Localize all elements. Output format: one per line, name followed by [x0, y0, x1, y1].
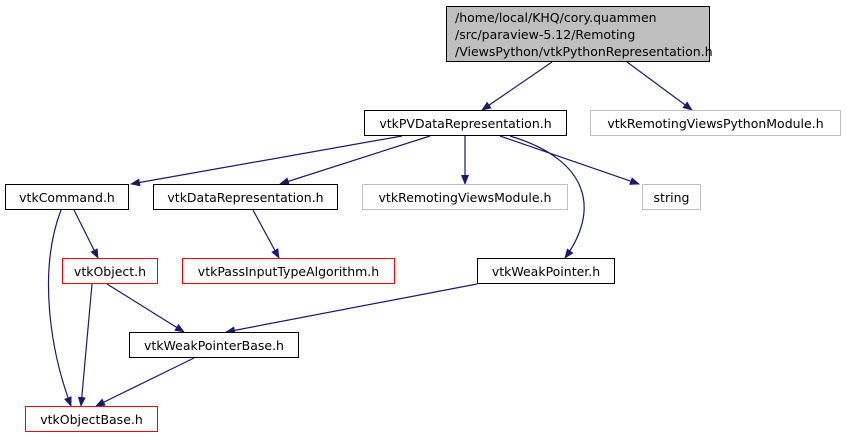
edge-command-object: [73, 209, 99, 259]
edge-pvdatarep-weakpointer: [509, 135, 585, 259]
node-vtkWeakPointerBase[interactable]: vtkWeakPointerBase.h: [129, 332, 299, 358]
node-string[interactable]: string: [642, 184, 701, 210]
edge-weakpointer-weakpointerbase: [225, 283, 478, 335]
root-line-3: /ViewsPython/vtkPythonRepresentation.h: [455, 43, 713, 59]
node-label: vtkWeakPointerBase.h: [144, 337, 284, 353]
node-vtkRemotingViewsPythonModule[interactable]: vtkRemotingViewsPythonModule.h: [590, 110, 841, 136]
edge-pvdatarep-command: [130, 135, 403, 187]
node-label: vtkWeakPointer.h: [491, 263, 601, 279]
node-label: vtkCommand.h: [19, 189, 115, 205]
node-label: string: [653, 189, 690, 205]
node-vtkRemotingViewsModule[interactable]: vtkRemotingViewsModule.h: [362, 184, 568, 210]
node-vtkObjectBase[interactable]: vtkObjectBase.h: [25, 406, 158, 432]
node-root-vtkPythonRepresentation[interactable]: /home/local/KHQ/cory.quammen /src/paravi…: [446, 6, 713, 62]
node-label: vtkObjectBase.h: [40, 411, 143, 427]
node-vtkCommand[interactable]: vtkCommand.h: [5, 184, 129, 210]
edge-pvdatarep-string: [499, 135, 640, 185]
edge-pvdatarep-datarep: [279, 135, 431, 186]
edge-object-weakpointerbase: [106, 283, 185, 333]
node-label: vtkPassInputTypeAlgorithm.h: [197, 263, 380, 279]
node-vtkWeakPointer[interactable]: vtkWeakPointer.h: [477, 258, 615, 284]
node-label: vtkObject.h: [73, 263, 147, 279]
root-line-2: /src/paraview-5.12/Remoting: [455, 26, 636, 42]
edge-datarep-passinput: [252, 209, 280, 259]
node-label: vtkRemotingViewsModule.h: [378, 189, 552, 205]
node-label: vtkDataRepresentation.h: [167, 189, 324, 205]
node-label: vtkRemotingViewsPythonModule.h: [607, 115, 824, 131]
node-vtkObject[interactable]: vtkObject.h: [62, 258, 158, 284]
edge-weakpointerbase-objectbase: [95, 357, 195, 407]
edge-object-objectbase: [77, 283, 93, 407]
edge-root-pvdatarep: [481, 61, 553, 111]
edge-root-remotingviewspython: [626, 61, 693, 111]
node-vtkPassInputTypeAlgorithm[interactable]: vtkPassInputTypeAlgorithm.h: [182, 258, 395, 284]
node-label: vtkPVDataRepresentation.h: [379, 115, 552, 131]
root-line-1: /home/local/KHQ/cory.quammen: [455, 9, 657, 25]
node-vtkPVDataRepresentation[interactable]: vtkPVDataRepresentation.h: [364, 110, 567, 136]
node-vtkDataRepresentation[interactable]: vtkDataRepresentation.h: [153, 184, 338, 210]
edge-command-objectbase: [47, 209, 72, 407]
